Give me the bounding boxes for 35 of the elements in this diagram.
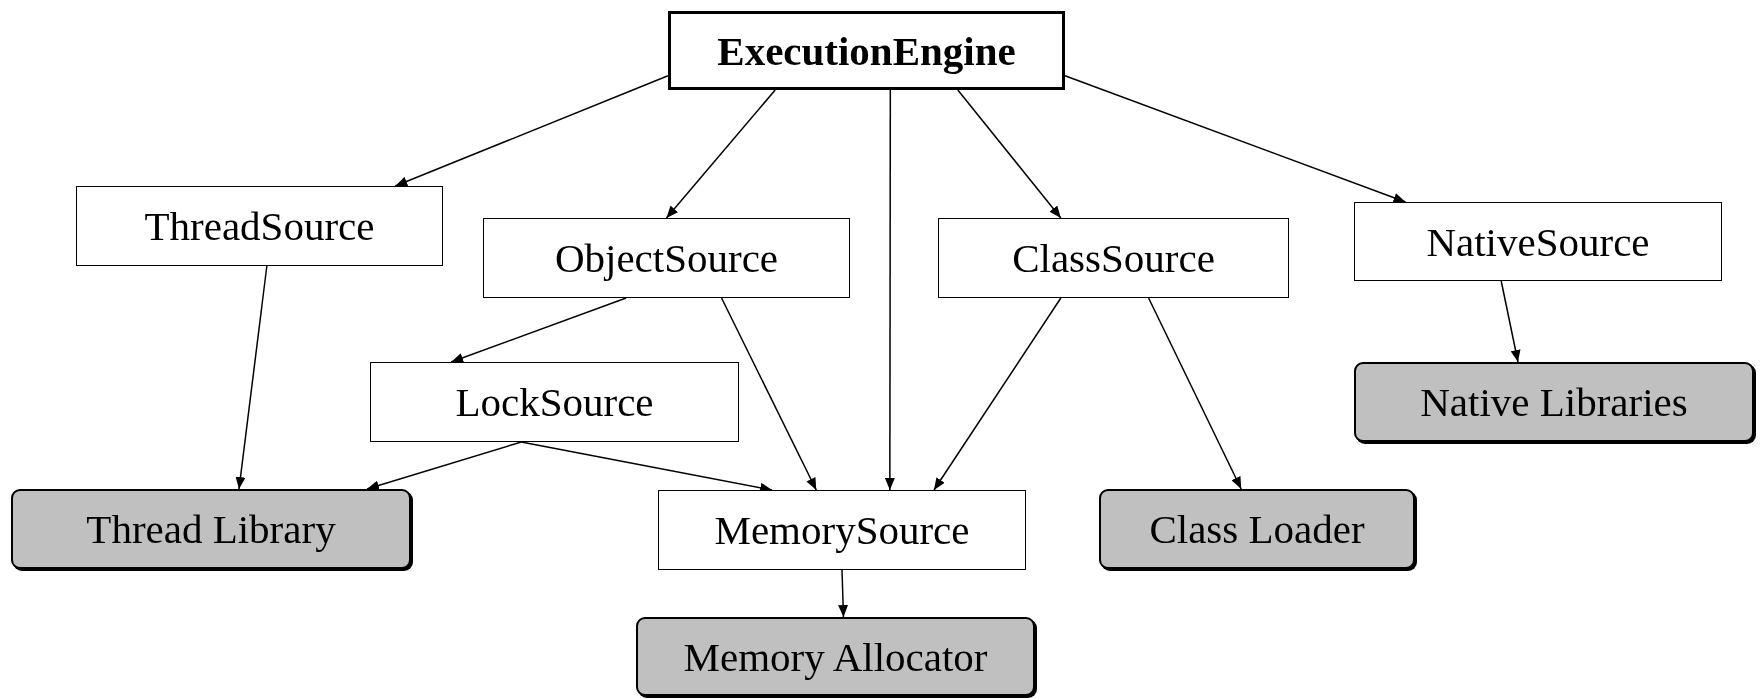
arrow bbox=[884, 89, 895, 491]
library-box bbox=[11, 489, 411, 569]
arrow bbox=[720, 297, 817, 491]
box-label: LockSource bbox=[455, 378, 654, 426]
arrow bbox=[1064, 75, 1407, 203]
component-box bbox=[668, 11, 1065, 90]
box-label: ClassSource bbox=[1012, 234, 1215, 282]
box-label: Thread Library bbox=[86, 505, 336, 553]
arrow bbox=[366, 441, 523, 491]
box-label: ThreadSource bbox=[144, 202, 375, 250]
component-box bbox=[938, 218, 1289, 298]
arrow bbox=[838, 569, 849, 618]
component-box bbox=[76, 186, 443, 266]
arrow bbox=[235, 265, 268, 490]
arrow bbox=[394, 75, 669, 187]
component-box bbox=[1354, 202, 1722, 281]
component-box bbox=[483, 218, 850, 298]
box-label: MemorySource bbox=[714, 506, 970, 554]
arrow bbox=[1147, 297, 1242, 490]
box-label: Native Libraries bbox=[1420, 378, 1688, 426]
box-label: ExecutionEngine bbox=[717, 26, 1016, 75]
library-box bbox=[1354, 362, 1754, 442]
arrow bbox=[450, 297, 627, 363]
box-label: Memory Allocator bbox=[683, 632, 988, 681]
component-box bbox=[370, 362, 739, 442]
arrow bbox=[933, 297, 1062, 491]
arrow bbox=[1500, 280, 1521, 363]
component-box bbox=[658, 490, 1026, 570]
box-label: Class Loader bbox=[1149, 505, 1365, 553]
arrow bbox=[957, 89, 1062, 219]
library-box bbox=[636, 617, 1035, 696]
arrow bbox=[665, 89, 776, 219]
box-label: ObjectSource bbox=[554, 234, 779, 282]
library-box bbox=[1099, 489, 1415, 569]
box-label: NativeSource bbox=[1426, 217, 1650, 266]
